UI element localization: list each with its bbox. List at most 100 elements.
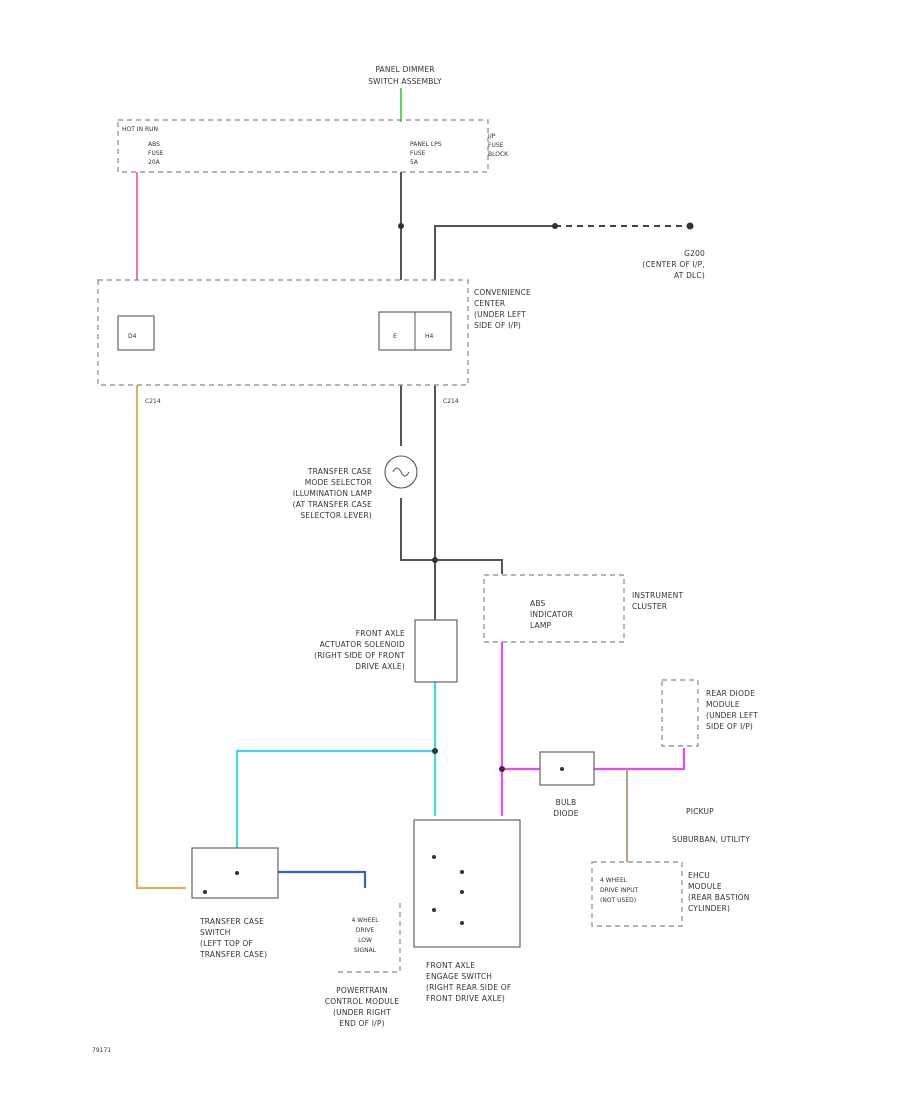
svg-text:BLOCK: BLOCK [488,151,509,158]
svg-text:BULB: BULB [556,798,577,807]
splice [398,223,404,229]
front-axle-switch-label: FRONT AXLE ENGAGE SWITCH (RIGHT REAR SID… [426,961,511,1003]
pcm-box [338,903,401,973]
wire-cyan-branch [235,749,435,848]
svg-text:(AT TRANSFER CASE: (AT TRANSFER CASE [293,500,372,509]
suburban-utility-label: SUBURBAN, UTILITY [672,835,750,844]
svg-text:SWITCH: SWITCH [200,928,231,937]
svg-text:MODE SELECTOR: MODE SELECTOR [305,478,372,487]
svg-text:(RIGHT REAR SIDE OF: (RIGHT REAR SIDE OF [426,983,511,992]
svg-text:CONVENIENCE: CONVENIENCE [474,288,531,297]
connector-c214-left: C214 [145,398,161,405]
four-wheel-input-label: 4 WHEEL DRIVE INPUT (NOT USED) [600,877,639,904]
wire-tan [135,385,186,890]
svg-text:FRONT DRIVE AXLE): FRONT DRIVE AXLE) [426,994,505,1003]
instrument-cluster-label: INSTRUMENT CLUSTER [632,591,683,611]
svg-text:CYLINDER): CYLINDER) [688,904,730,913]
figure-id: 79171 [92,1047,111,1054]
connector-c214-right: C214 [443,398,459,405]
abs-indicator-label: ABS INDICATOR LAMP [530,599,573,630]
pcm-label: POWERTRAIN CONTROL MODULE (UNDER RIGHT E… [325,986,399,1028]
ground-terminal [686,222,694,230]
svg-text:(UNDER RIGHT: (UNDER RIGHT [333,1008,391,1017]
svg-text:DRIVE INPUT: DRIVE INPUT [600,887,639,894]
rear-diode-label: REAR DIODE MODULE (UNDER LEFT SIDE OF I/… [706,689,758,731]
splice [432,748,438,754]
svg-text:DRIVE AXLE): DRIVE AXLE) [355,662,405,671]
svg-text:TRANSFER CASE: TRANSFER CASE [199,917,264,926]
ground-g200-label: G200 (CENTER OF I/P, AT DLC) [642,249,705,280]
bulb-diode-box [539,751,595,786]
conv-terminal-h4-label: H4 [425,333,434,340]
svg-text:SELECTOR LEVER): SELECTOR LEVER) [300,511,372,520]
svg-text:(UNDER LEFT: (UNDER LEFT [706,711,758,720]
svg-text:FUSE: FUSE [410,150,426,157]
svg-text:TRANSFER CASE: TRANSFER CASE [307,467,372,476]
front-axle-switch-box [413,819,521,948]
svg-text:CENTER: CENTER [474,299,505,308]
svg-text:EHCU: EHCU [688,871,710,880]
ehcu-module-box [591,861,683,927]
svg-text:SWITCH ASSEMBLY: SWITCH ASSEMBLY [368,77,442,86]
svg-text:(REAR BASTION: (REAR BASTION [688,893,750,902]
abs-fuse-label: ABS FUSE 20A [148,141,164,166]
svg-text:20A: 20A [148,159,161,166]
splice [432,557,438,563]
front-axle-solenoid-box [414,619,458,683]
svg-text:END OF I/P): END OF I/P) [339,1019,385,1028]
svg-text:(UNDER LEFT: (UNDER LEFT [474,310,526,319]
svg-text:LAMP: LAMP [530,621,552,630]
svg-text:4 WHEEL: 4 WHEEL [600,877,628,884]
svg-text:FUSE: FUSE [488,142,504,149]
svg-text:DIODE: DIODE [553,809,578,818]
svg-text:LOW: LOW [358,937,372,944]
wire-blue [278,870,367,888]
svg-text:G200: G200 [684,249,705,258]
convenience-center-label: CONVENIENCE CENTER (UNDER LEFT SIDE OF I… [474,288,531,330]
wire-magenta-to-rear [594,748,686,771]
svg-text:TRANSFER CASE): TRANSFER CASE) [199,950,267,959]
fuse-block-box [117,119,489,173]
conv-terminal-left [117,315,155,351]
svg-text:DRIVE: DRIVE [356,927,375,934]
transfer-case-switch-label: TRANSFER CASE SWITCH (LEFT TOP OF TRANSF… [199,917,267,959]
front-axle-solenoid-label: FRONT AXLE ACTUATOR SOLENOID (RIGHT SIDE… [314,629,405,671]
ehcu-label: EHCU MODULE (REAR BASTION CYLINDER) [688,871,750,913]
svg-text:ENGAGE SWITCH: ENGAGE SWITCH [426,972,492,981]
svg-text:(LEFT TOP OF: (LEFT TOP OF [200,939,253,948]
lamp-filament-icon [392,467,410,477]
svg-text:SIDE OF I/P): SIDE OF I/P) [474,321,521,330]
convenience-center-box [97,279,469,386]
svg-text:REAR DIODE: REAR DIODE [706,689,755,698]
svg-text:(NOT USED): (NOT USED) [600,897,636,904]
svg-text:CLUSTER: CLUSTER [632,602,667,611]
svg-text:SIDE OF I/P): SIDE OF I/P) [706,722,753,731]
pcm-input-label: 4 WHEEL DRIVE LOW SIGNAL [351,917,379,954]
conv-terminal-e-label: E [393,333,397,340]
svg-text:ACTUATOR SOLENOID: ACTUATOR SOLENOID [320,640,405,649]
svg-text:FUSE: FUSE [148,150,164,157]
splice [552,223,558,229]
svg-text:INDICATOR: INDICATOR [530,610,573,619]
svg-text:AT DLC): AT DLC) [674,271,705,280]
bulb-diode-label: BULB DIODE [553,798,578,818]
svg-text:FRONT AXLE: FRONT AXLE [356,629,405,638]
wire-gray-ground [434,225,555,280]
svg-text:4 WHEEL: 4 WHEEL [351,917,379,924]
svg-text:5A: 5A [410,159,419,166]
svg-text:SIGNAL: SIGNAL [354,947,377,954]
svg-text:ABS: ABS [148,141,160,148]
pickup-label: PICKUP [686,807,714,816]
svg-text:(RIGHT SIDE OF FRONT: (RIGHT SIDE OF FRONT [314,651,405,660]
panel-lps-fuse-label: PANEL LPS FUSE 5A [410,141,442,166]
svg-text:POWERTRAIN: POWERTRAIN [336,986,388,995]
svg-text:I/P: I/P [488,133,496,140]
svg-text:CONTROL MODULE: CONTROL MODULE [325,997,399,1006]
svg-text:(CENTER OF I/P,: (CENTER OF I/P, [642,260,705,269]
svg-text:ABS: ABS [530,599,546,608]
panel-dimmer-label: PANEL DIMMER SWITCH ASSEMBLY [368,65,442,86]
ip-fuse-block-label: I/P FUSE BLOCK [488,133,509,158]
conv-terminal-left-label: D4 [128,333,137,340]
hot-in-run-label: HOT IN RUN [122,126,158,133]
